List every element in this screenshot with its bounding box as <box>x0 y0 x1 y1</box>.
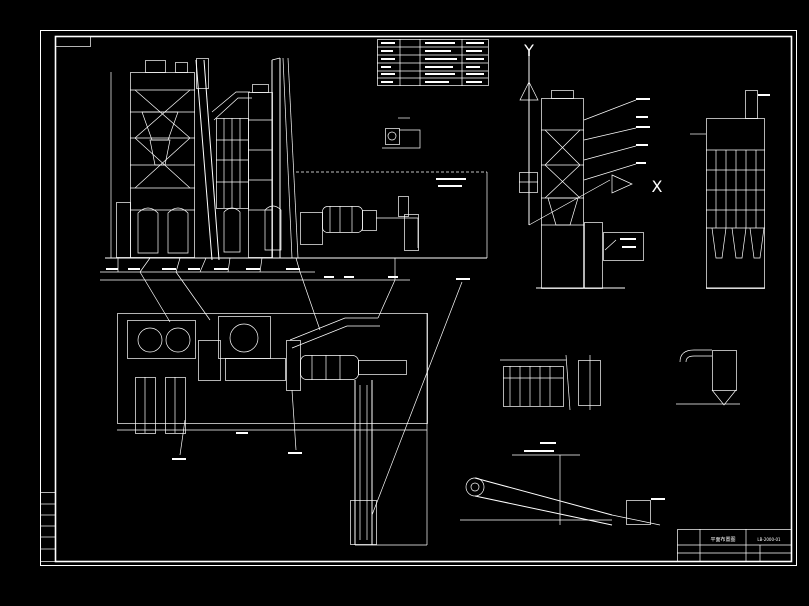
duct-detail <box>676 349 740 406</box>
bag-filter-detail <box>500 354 601 411</box>
side-view-label-glyphs <box>620 98 650 248</box>
equipment-table-glyphs <box>381 42 484 83</box>
title-block-code: LB-2000-01 <box>757 537 781 542</box>
belt-conveyor-detail <box>460 454 661 526</box>
title-block-name: 平面布置图 <box>710 536 735 543</box>
burner-detail <box>382 117 421 149</box>
title-block <box>677 529 792 562</box>
elevation-label-glyphs <box>106 178 466 278</box>
equipment-table <box>377 39 489 86</box>
plan-label-glyphs <box>172 278 470 460</box>
drawing-border <box>40 30 797 566</box>
silo-label-glyphs <box>758 94 770 96</box>
plan-view <box>117 271 463 546</box>
side-stamp <box>40 492 56 562</box>
silo-elevation <box>690 90 765 289</box>
y-axis-label: Y <box>523 41 534 60</box>
elevation-view <box>100 57 488 281</box>
conveyor-label-glyphs <box>524 442 665 500</box>
x-axis-label: X <box>652 177 663 196</box>
side-view <box>519 55 644 289</box>
